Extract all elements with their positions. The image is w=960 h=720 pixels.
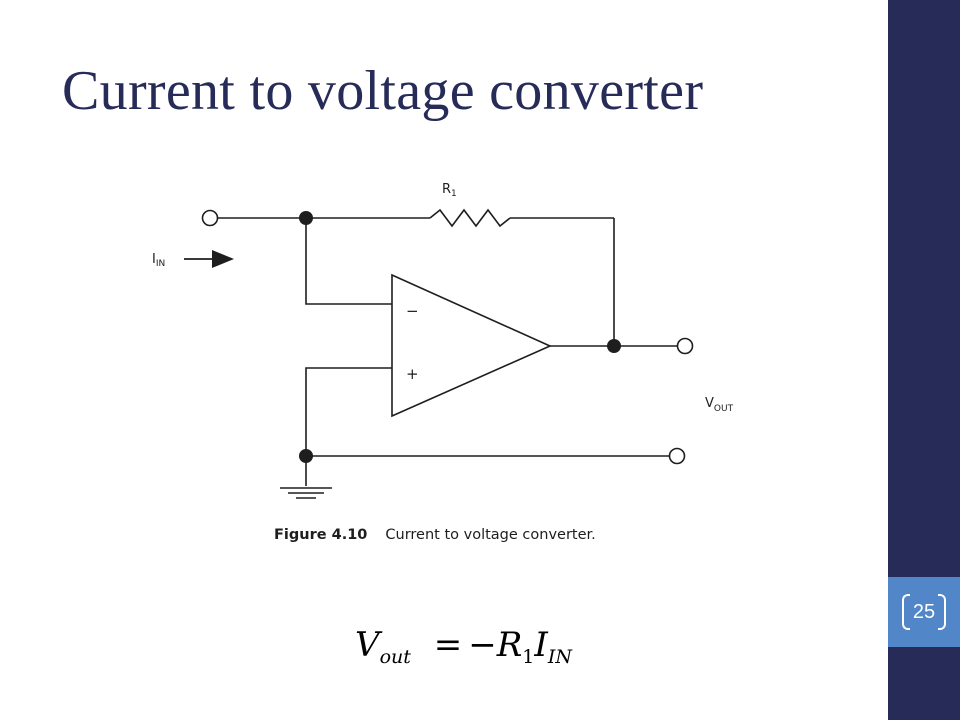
svg-text:IIN: IIN (152, 252, 165, 269)
figure-number: Figure 4.10 (274, 527, 368, 543)
transfer-equation: Vout =−R1IIN (355, 625, 572, 668)
eq-equals: = (433, 625, 463, 665)
output-terminal (676, 337, 694, 355)
slide-title: Current to voltage converter (62, 60, 704, 122)
figure-caption-text: Current to voltage converter. (385, 527, 596, 543)
op-amp (391, 273, 552, 418)
ground-terminal (668, 447, 686, 465)
eq-r1: R (496, 625, 523, 665)
eq-vout: V (355, 625, 380, 665)
slide-number: 25 (912, 601, 936, 623)
inverting-input-wire (305, 218, 392, 305)
svg-text:R1: R1 (442, 182, 457, 199)
eq-iin: I (534, 625, 548, 665)
inverting-sign: − (406, 302, 419, 320)
right-bracket-icon (938, 594, 946, 630)
ground-junction-dot (299, 449, 313, 463)
input-junction-dot (299, 211, 313, 225)
resistor-r1 (429, 208, 511, 228)
noninverting-input-wire (305, 367, 392, 456)
output-junction-dot (607, 339, 621, 353)
current-arrow-icon (184, 250, 234, 268)
slide-number-box (888, 577, 960, 647)
noninverting-sign: + (406, 365, 419, 383)
figure-caption: Figure 4.10 Current to voltage converter. (274, 525, 596, 545)
circuit-diagram: R1 IIN VOUT − + (152, 182, 734, 499)
svg-text:VOUT: VOUT (705, 396, 734, 414)
vout-label: V (705, 396, 714, 411)
input-terminal (201, 209, 219, 227)
iin-label: I (152, 252, 156, 267)
eq-minus: − (468, 625, 497, 665)
r1-label: R (442, 182, 451, 197)
left-bracket-icon (902, 594, 910, 630)
